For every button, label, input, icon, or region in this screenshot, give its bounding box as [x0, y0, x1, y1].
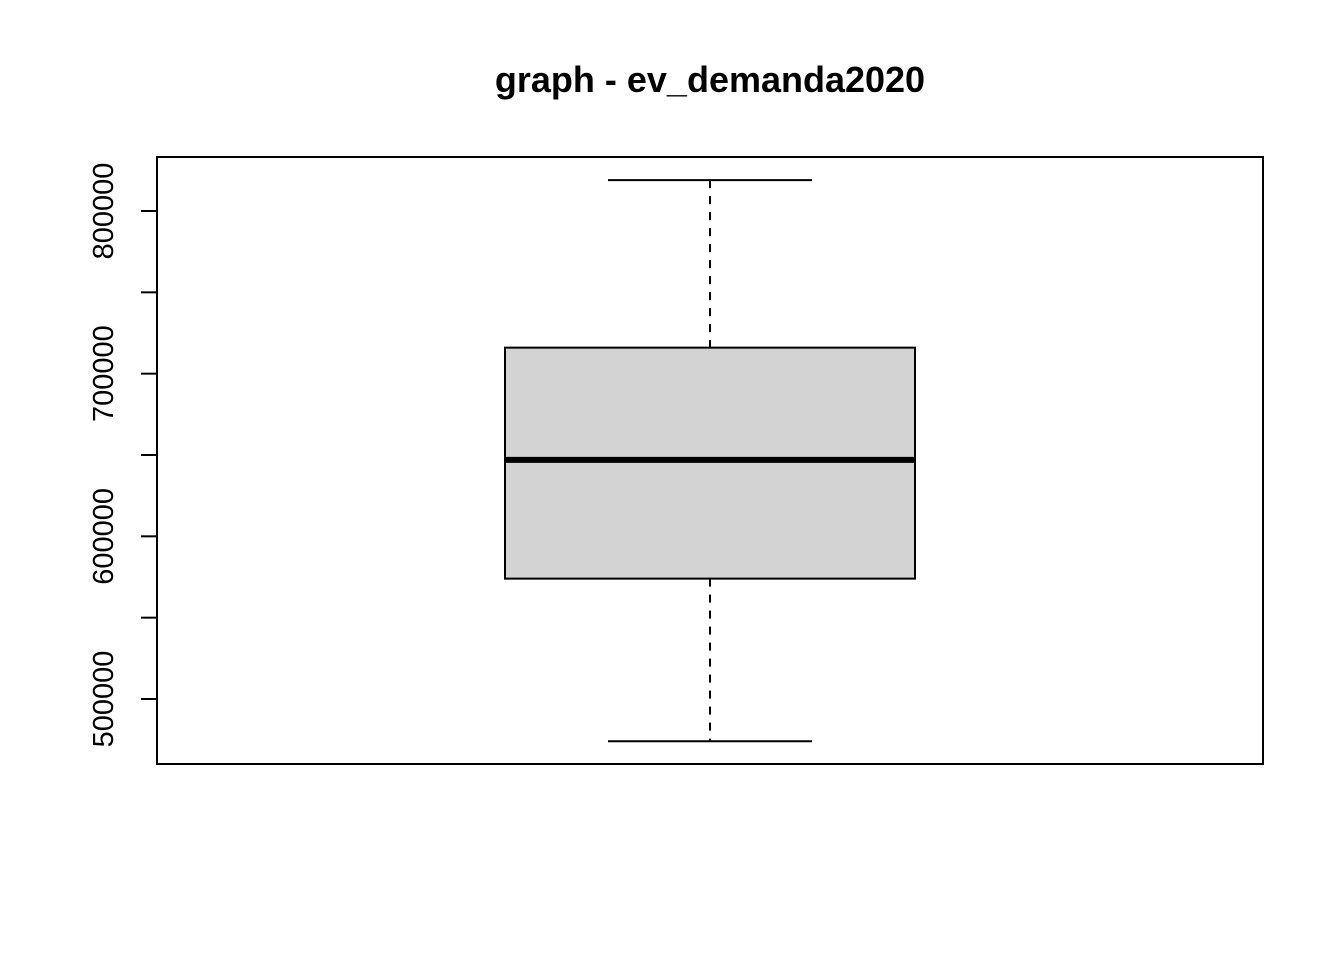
y-tick-label: 600000 [88, 488, 120, 585]
y-tick-label: 500000 [88, 651, 120, 748]
iqr-box [504, 346, 916, 580]
boxplot [504, 179, 916, 743]
y-tick-label: 800000 [88, 163, 120, 260]
y-tick-label: 700000 [88, 325, 120, 422]
chart-title: graph - ev_demanda2020 [495, 59, 925, 100]
y-axis: 500000 600000 700000 800000 [88, 163, 158, 748]
